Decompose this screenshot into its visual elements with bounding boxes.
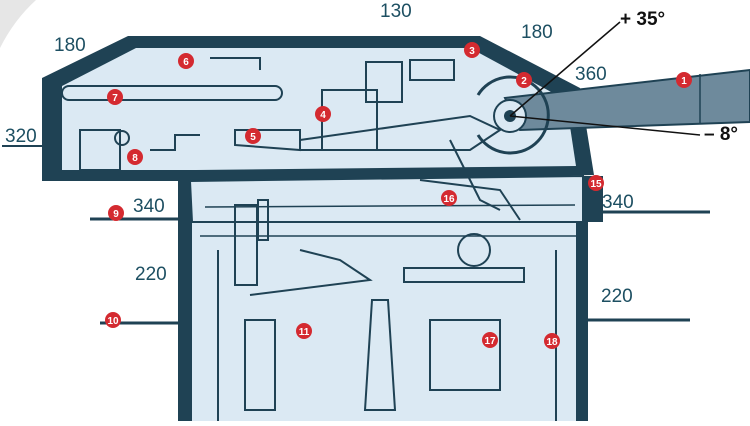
dim-upper-wall-right: 340 (602, 192, 634, 213)
dim-rear-roof-height: 180 (54, 35, 86, 56)
svg-text:2: 2 (521, 76, 527, 87)
svg-text:18: 18 (546, 337, 558, 348)
svg-text:8: 8 (132, 153, 138, 164)
marker-11: 11 (296, 323, 312, 339)
marker-16: 16 (441, 190, 457, 206)
marker-9: 9 (108, 205, 124, 221)
marker-17: 17 (482, 332, 498, 348)
marker-10: 10 (105, 312, 121, 328)
markers: 1 2 3 4 5 6 7 8 9 10 11 15 16 17 18 (105, 42, 692, 349)
dim-lower-wall-right: 220 (601, 286, 633, 307)
depression-line (509, 115, 701, 136)
marker-18: 18 (544, 333, 560, 349)
svg-text:15: 15 (590, 179, 602, 190)
svg-text:16: 16 (443, 194, 455, 205)
dim-front-roof-height: 180 (521, 22, 553, 43)
svg-text:5: 5 (250, 132, 256, 143)
marker-3: 3 (464, 42, 480, 58)
corner-decoration (0, 0, 36, 48)
dim-barbette-top: 360 (575, 64, 607, 85)
machinery (61, 57, 557, 421)
marker-2: 2 (516, 72, 532, 88)
elevation-line (509, 21, 621, 117)
marker-8: 8 (127, 149, 143, 165)
svg-text:7: 7 (112, 93, 118, 104)
marker-7: 7 (107, 89, 123, 105)
svg-text:1: 1 (681, 76, 687, 87)
dim-rear-face: 320 (5, 126, 37, 147)
marker-15: 15 (588, 175, 604, 191)
svg-text:9: 9 (113, 209, 119, 220)
svg-text:17: 17 (484, 336, 496, 347)
marker-1: 1 (676, 72, 692, 88)
svg-text:3: 3 (469, 46, 475, 57)
marker-4: 4 (315, 106, 331, 122)
svg-text:4: 4 (320, 110, 326, 121)
dim-upper-wall-left: 340 (133, 196, 165, 217)
angle-depression: – 8° (704, 124, 738, 145)
marker-6: 6 (178, 53, 194, 69)
angle-elevation: + 35° (620, 9, 665, 30)
svg-text:11: 11 (299, 327, 310, 338)
marker-5: 5 (245, 128, 261, 144)
svg-text:6: 6 (183, 57, 189, 68)
svg-text:10: 10 (107, 316, 119, 327)
dim-roof-width: 130 (380, 1, 412, 22)
dim-lower-wall-left: 220 (135, 264, 167, 285)
